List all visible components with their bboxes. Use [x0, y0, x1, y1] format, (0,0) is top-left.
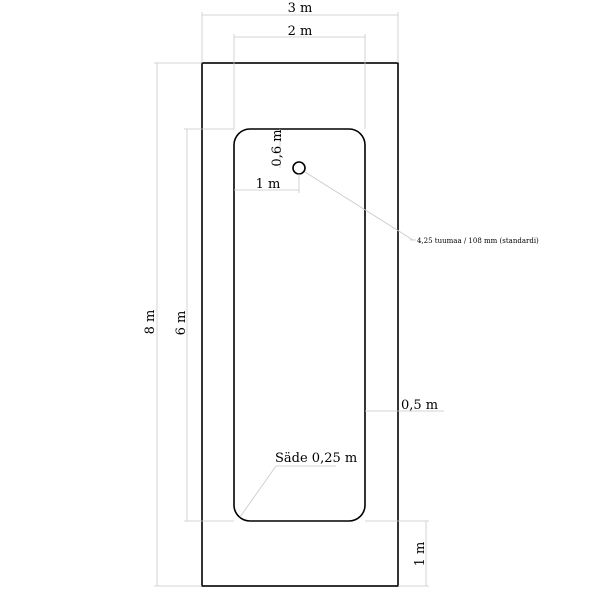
label-hole-offset-top: 0,6 m: [270, 129, 285, 166]
dimension-length-outer: 8 m: [143, 62, 202, 587]
dimension-bottom-margin: 1 m: [365, 520, 429, 587]
label-side-margin: 0,5 m: [401, 398, 438, 413]
callout-corner-radius: Säde 0,25 m: [239, 451, 357, 518]
hole-circle: [292, 161, 306, 175]
dimension-width-inner: 2 m: [233, 24, 366, 129]
label-length-outer: 8 m: [143, 310, 158, 335]
dimension-side-margin: 0,5 m: [365, 398, 444, 413]
dimension-hole-offset-side: 1 m: [234, 174, 300, 193]
inner-green: [233, 128, 366, 522]
callout-hole-size: 4,25 tuumaa / 108 mm (standardi): [304, 171, 539, 245]
label-length-inner: 6 m: [174, 311, 189, 336]
label-width-outer: 3 m: [288, 1, 313, 16]
label-hole-size: 4,25 tuumaa / 108 mm (standardi): [417, 237, 539, 245]
label-corner-radius: Säde 0,25 m: [275, 451, 357, 466]
dimension-length-inner: 6 m: [174, 128, 234, 522]
label-hole-offset-side: 1 m: [256, 177, 281, 192]
dimension-hole-offset-top: 0,6 m: [270, 129, 285, 168]
dimension-width-outer: 3 m: [201, 1, 399, 63]
label-width-inner: 2 m: [288, 24, 313, 39]
label-bottom-margin: 1 m: [413, 542, 428, 567]
outer-boundary: [201, 62, 399, 587]
